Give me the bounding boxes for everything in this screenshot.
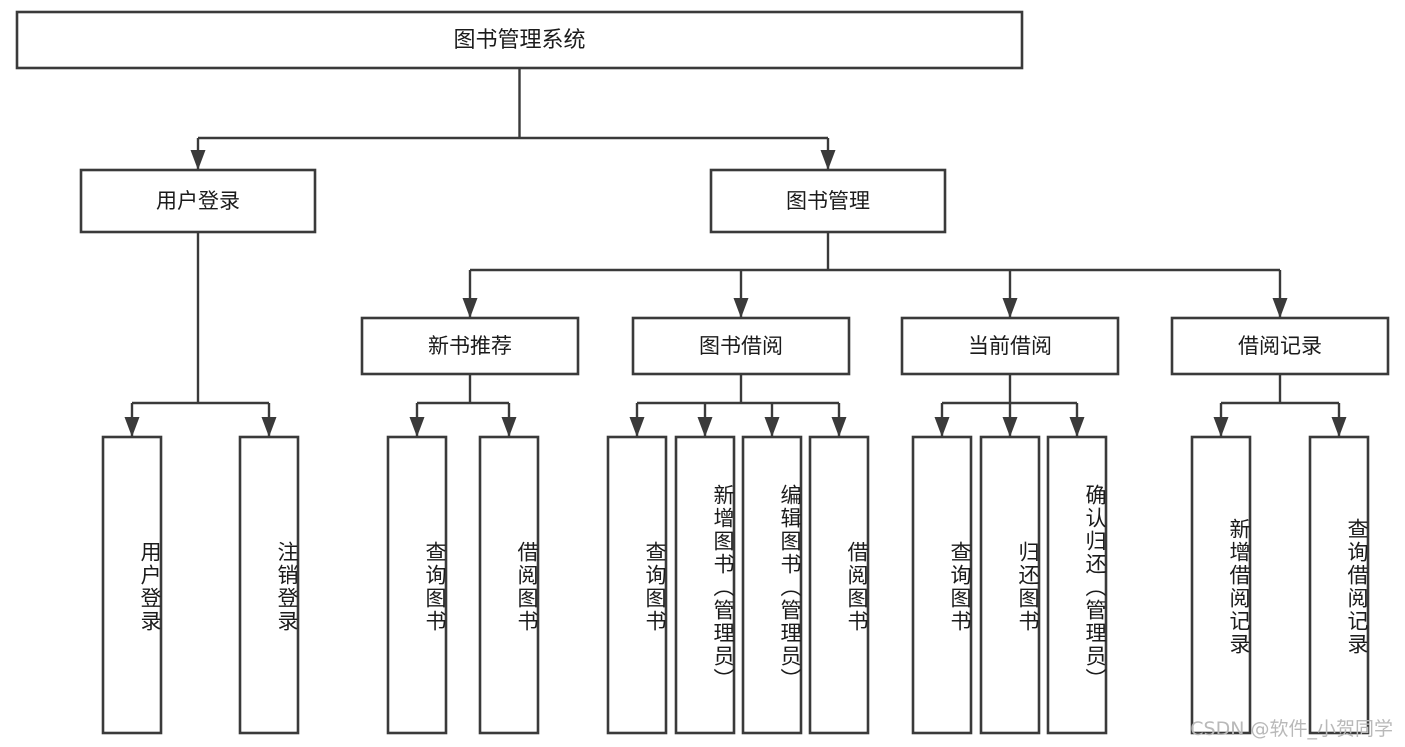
arrow-head-icon xyxy=(733,298,749,318)
connector-group xyxy=(1213,374,1347,437)
connector-group xyxy=(462,232,1288,318)
arrow-head-icon xyxy=(1331,417,1347,437)
node-leaf-7[interactable] xyxy=(808,435,870,735)
node-leaf-12[interactable] xyxy=(1308,435,1370,735)
connector-group xyxy=(934,374,1085,437)
arrow-head-icon xyxy=(1069,417,1085,437)
node-level1-1[interactable]: 图书管理 xyxy=(709,168,947,234)
node-leaf-10[interactable] xyxy=(1046,435,1108,735)
node-leaf-4[interactable] xyxy=(606,435,668,735)
node-box[interactable] xyxy=(15,10,1024,70)
node-label: 图书管理系统 xyxy=(453,28,585,53)
node-leaf-3[interactable] xyxy=(478,435,540,735)
node-leaf-6[interactable] xyxy=(741,435,803,735)
node-box[interactable] xyxy=(900,316,1120,376)
node-box[interactable] xyxy=(79,168,317,234)
arrow-head-icon xyxy=(1002,298,1018,318)
node-box[interactable] xyxy=(1046,435,1108,735)
node-level2-2[interactable]: 当前借阅 xyxy=(900,316,1120,376)
node-leaf-11[interactable] xyxy=(1190,435,1252,735)
node-box[interactable] xyxy=(360,316,580,376)
node-level2-3[interactable]: 借阅记录 xyxy=(1170,316,1390,376)
arrow-head-icon xyxy=(934,417,950,437)
arrow-head-icon xyxy=(462,298,478,318)
arrow-head-icon xyxy=(124,417,140,437)
arrow-head-icon xyxy=(629,417,645,437)
node-leaf-0[interactable] xyxy=(101,435,163,735)
arrow-head-icon xyxy=(1213,417,1229,437)
node-leaf-2[interactable] xyxy=(386,435,448,735)
node-leaf-8[interactable] xyxy=(911,435,973,735)
connector-group xyxy=(629,374,847,437)
arrow-head-icon xyxy=(697,417,713,437)
connector-group xyxy=(124,232,277,437)
node-box[interactable] xyxy=(741,435,803,735)
arrow-head-icon xyxy=(190,150,206,170)
watermark-text: CSDN @软件_小贺同学 xyxy=(1190,718,1393,740)
arrow-head-icon xyxy=(1272,298,1288,318)
node-box[interactable] xyxy=(386,435,448,735)
arrow-head-icon xyxy=(1002,417,1018,437)
node-box[interactable] xyxy=(101,435,163,735)
arrow-head-icon xyxy=(261,417,277,437)
node-box[interactable] xyxy=(238,435,300,735)
node-box[interactable] xyxy=(674,435,736,735)
arrow-head-icon xyxy=(820,150,836,170)
connector-group xyxy=(409,374,517,437)
node-box[interactable] xyxy=(1170,316,1390,376)
arrow-head-icon xyxy=(764,417,780,437)
node-level2-1[interactable]: 图书借阅 xyxy=(631,316,851,376)
node-box[interactable] xyxy=(911,435,973,735)
node-label: 新书推荐 xyxy=(428,334,512,358)
node-box[interactable] xyxy=(709,168,947,234)
node-root[interactable]: 图书管理系统 xyxy=(15,10,1024,70)
node-label: 用户登录 xyxy=(156,189,240,213)
node-box[interactable] xyxy=(808,435,870,735)
node-leaf-9[interactable] xyxy=(979,435,1041,735)
node-label: 图书管理 xyxy=(786,189,870,213)
arrow-head-icon xyxy=(501,417,517,437)
node-box[interactable] xyxy=(1308,435,1370,735)
node-box[interactable] xyxy=(606,435,668,735)
node-box[interactable] xyxy=(478,435,540,735)
node-box[interactable] xyxy=(631,316,851,376)
node-label: 借阅记录 xyxy=(1238,334,1322,358)
node-label: 图书借阅 xyxy=(699,334,783,358)
node-leaf-1[interactable] xyxy=(238,435,300,735)
node-leaf-5[interactable] xyxy=(674,435,736,735)
node-box[interactable] xyxy=(1190,435,1252,735)
arrow-head-icon xyxy=(831,417,847,437)
node-level1-0[interactable]: 用户登录 xyxy=(79,168,317,234)
arrow-head-icon xyxy=(409,417,425,437)
connector-group xyxy=(190,68,836,170)
node-label: 当前借阅 xyxy=(968,334,1052,358)
node-level2-0[interactable]: 新书推荐 xyxy=(360,316,580,376)
node-box[interactable] xyxy=(979,435,1041,735)
